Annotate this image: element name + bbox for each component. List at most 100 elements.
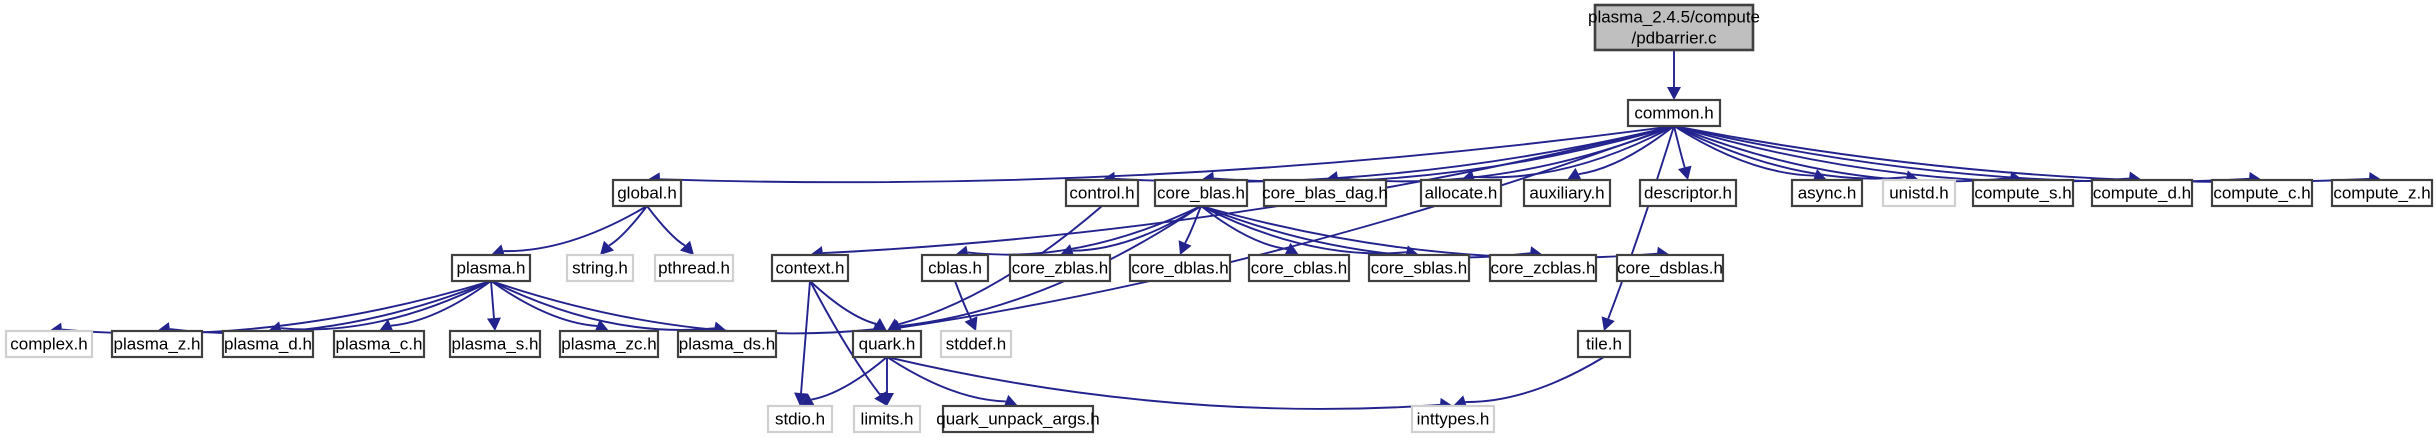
graph-edge	[886, 356, 1006, 403]
graph-node-plasma_s[interactable]: plasma_s.h	[448, 329, 542, 359]
node-box[interactable]	[1419, 178, 1503, 208]
graph-node-core_dblas[interactable]: core_dblas.h	[1128, 253, 1232, 283]
node-label: plasma_zc.h	[561, 334, 656, 353]
graph-edge-arrowhead	[1178, 240, 1192, 255]
graph-node-inttypes[interactable]: inttypes.h	[1410, 404, 1496, 434]
node-box[interactable]	[1008, 253, 1112, 283]
node-box[interactable]	[1638, 178, 1738, 208]
graph-node-compute_z[interactable]: compute_z.h	[2330, 178, 2434, 208]
graph-node-complex[interactable]: complex.h	[4, 329, 94, 359]
node-box[interactable]	[653, 253, 735, 283]
graph-edge	[811, 356, 888, 401]
node-label: quark.h	[859, 334, 916, 353]
graph-node-allocate[interactable]: allocate.h	[1419, 178, 1503, 208]
graph-node-async[interactable]: async.h	[1790, 178, 1864, 208]
graph-node-compute_s[interactable]: compute_s.h	[1971, 178, 2075, 208]
node-box[interactable]	[1790, 178, 1864, 208]
node-box[interactable]	[1128, 253, 1232, 283]
graph-node-limits[interactable]: limits.h	[852, 404, 922, 434]
graph-node-context[interactable]: context.h	[770, 253, 850, 283]
node-box[interactable]	[1410, 404, 1496, 434]
graph-node-compute_d[interactable]: compute_d.h	[2090, 178, 2194, 208]
graph-node-stdio[interactable]: stdio.h	[766, 404, 834, 434]
graph-node-core_cblas[interactable]: core_cblas.h	[1247, 253, 1351, 283]
graph-node-plasma_zc[interactable]: plasma_zc.h	[558, 329, 660, 359]
node-box[interactable]	[565, 253, 635, 283]
node-box[interactable]	[450, 253, 532, 283]
graph-edge	[809, 280, 881, 396]
graph-edge	[1200, 205, 1531, 259]
node-box[interactable]	[558, 329, 660, 359]
graph-node-descriptor[interactable]: descriptor.h	[1638, 178, 1738, 208]
graph-node-core_sblas[interactable]: core_sblas.h	[1367, 253, 1471, 283]
node-box[interactable]	[1367, 253, 1471, 283]
node-box[interactable]	[1262, 178, 1388, 208]
node-box[interactable]	[770, 253, 850, 283]
node-box[interactable]	[2090, 178, 2194, 208]
graph-node-plasma_z[interactable]: plasma_z.h	[110, 329, 204, 359]
graph-node-quark_unpack[interactable]: quark_unpack_args.h	[936, 404, 1100, 434]
node-box[interactable]	[448, 329, 542, 359]
node-box[interactable]	[1576, 329, 1632, 359]
graph-edge-arrowhead	[1284, 242, 1299, 256]
graph-node-control[interactable]: control.h	[1064, 178, 1140, 208]
graph-node-unistd[interactable]: unistd.h	[1881, 178, 1957, 208]
graph-node-core_zcblas[interactable]: core_zcblas.h	[1488, 253, 1598, 283]
node-label: complex.h	[10, 334, 87, 353]
node-label: limits.h	[861, 409, 914, 428]
node-box[interactable]	[1881, 178, 1957, 208]
node-box[interactable]	[4, 329, 94, 359]
node-label: compute_s.h	[1974, 183, 2071, 202]
node-box[interactable]	[221, 329, 315, 359]
node-box[interactable]	[1522, 178, 1612, 208]
graph-node-quark[interactable]: quark.h	[851, 329, 923, 359]
node-box[interactable]	[1488, 253, 1598, 283]
node-box[interactable]	[766, 404, 834, 434]
graph-node-stddef[interactable]: stddef.h	[939, 329, 1013, 359]
node-box[interactable]	[1615, 253, 1725, 283]
graph-node-string[interactable]: string.h	[565, 253, 635, 283]
node-box[interactable]	[2330, 178, 2434, 208]
node-box[interactable]	[1064, 178, 1140, 208]
node-box[interactable]	[941, 404, 1095, 434]
graph-node-plasma[interactable]: plasma.h	[450, 253, 532, 283]
node-box[interactable]	[1626, 98, 1722, 128]
node-label: auxiliary.h	[1529, 183, 1604, 202]
graph-node-compute_c[interactable]: compute_c.h	[2210, 178, 2314, 208]
node-box[interactable]	[1247, 253, 1351, 283]
node-box[interactable]	[332, 329, 426, 359]
graph-node-auxiliary[interactable]: auxiliary.h	[1522, 178, 1612, 208]
graph-node-plasma_ds[interactable]: plasma_ds.h	[676, 329, 778, 359]
node-box[interactable]	[939, 329, 1013, 359]
graph-node-tile[interactable]: tile.h	[1576, 329, 1632, 359]
node-label: core_zcblas.h	[1491, 258, 1596, 277]
graph-node-core_zblas[interactable]: core_zblas.h	[1008, 253, 1112, 283]
node-box[interactable]	[110, 329, 204, 359]
node-label: core_cblas.h	[1251, 258, 1347, 277]
graph-node-root[interactable]: plasma_2.4.5/compute/pdbarrier.c	[1588, 3, 1760, 52]
graph-node-common[interactable]: common.h	[1626, 98, 1722, 128]
graph-node-pthread[interactable]: pthread.h	[653, 253, 735, 283]
graph-edge	[503, 205, 648, 253]
graph-edge	[1673, 125, 2250, 183]
graph-node-cblas[interactable]: cblas.h	[920, 253, 990, 283]
node-box[interactable]	[851, 329, 923, 359]
graph-node-core_dsblas[interactable]: core_dsblas.h	[1615, 253, 1725, 283]
node-box[interactable]	[852, 404, 922, 434]
graph-node-global[interactable]: global.h	[611, 178, 683, 208]
node-box[interactable]	[676, 329, 778, 359]
node-box[interactable]	[2210, 178, 2314, 208]
node-box[interactable]	[1153, 178, 1249, 208]
graph-edge-arrowhead	[600, 240, 615, 255]
node-box[interactable]	[1971, 178, 2075, 208]
graph-node-plasma_d[interactable]: plasma_d.h	[221, 329, 315, 359]
node-box[interactable]	[920, 253, 990, 283]
graph-edge-arrowhead	[887, 319, 902, 333]
node-label: compute_z.h	[2333, 183, 2430, 202]
node-box[interactable]	[1593, 3, 1755, 52]
graph-node-core_blas_dag[interactable]: core_blas_dag.h	[1262, 178, 1388, 208]
node-box[interactable]	[611, 178, 683, 208]
graph-node-core_blas[interactable]: core_blas.h	[1153, 178, 1249, 208]
graph-node-plasma_c[interactable]: plasma_c.h	[332, 329, 426, 359]
